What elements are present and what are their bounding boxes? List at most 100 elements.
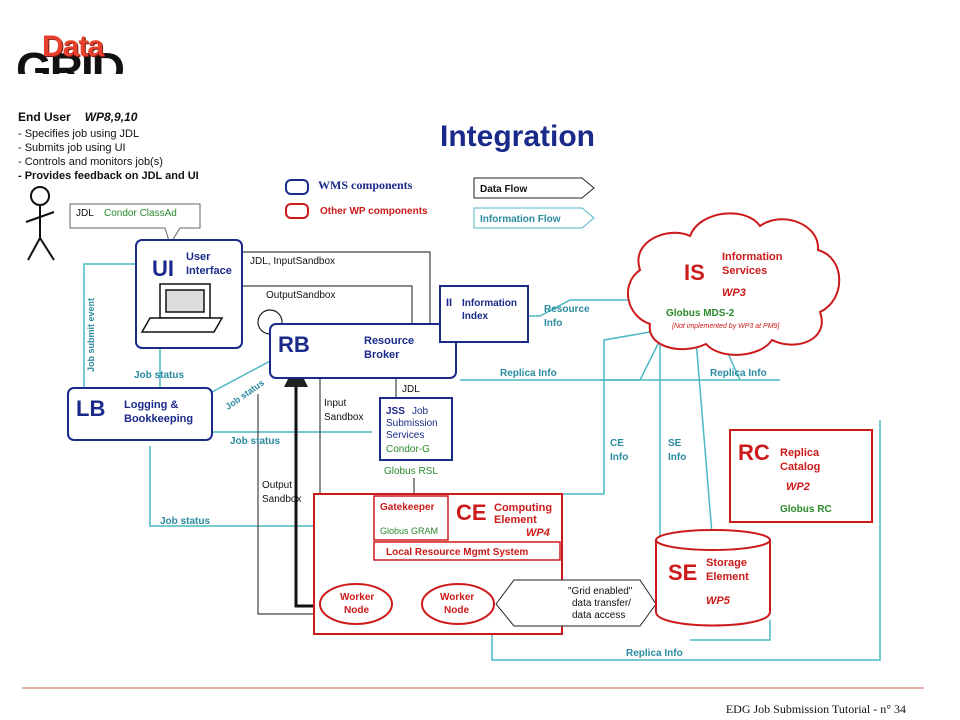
se-name1: Storage (706, 557, 747, 569)
computer-icon (140, 283, 224, 333)
rc-name1: Replica (780, 447, 820, 459)
replica-info-label-3: Replica Info (626, 648, 683, 659)
replica-info-label-1: Replica Info (500, 368, 557, 379)
job-status-label-3: Job status (230, 436, 280, 447)
is-abbr: IS (684, 260, 705, 285)
wn1-name1: Worker (340, 592, 374, 603)
lb-name1: Logging & (124, 399, 178, 411)
legend-info-flow-arrow (473, 207, 595, 229)
end-user-block: End User WP8,9,10 - Specifies job using J… (18, 110, 199, 183)
jss-sub: Condor-G (386, 444, 430, 455)
lb-box (67, 387, 213, 441)
se-cylinder (655, 540, 771, 627)
ce-info-label-1: CE (610, 438, 624, 449)
end-user-item: - Controls and monitors job(s) (18, 156, 163, 168)
jss-name3: Services (386, 430, 424, 441)
jss-name2: Submission (386, 418, 438, 429)
rc-wp: WP2 (786, 481, 810, 493)
grid-enabled-1: "Grid enabled" (568, 586, 633, 597)
end-user-item: - Provides feedback on JDL and UI (18, 170, 199, 182)
end-user-item: - Submits job using UI (18, 142, 126, 154)
legend-info-flow-label: Information Flow (480, 214, 561, 225)
worker-node-2 (421, 583, 495, 625)
worker-node-1 (319, 583, 393, 625)
se-cylinder-top (655, 529, 771, 551)
ce-name2: Element (494, 514, 537, 526)
is-name2: Services (722, 265, 767, 277)
rb-name2: Broker (364, 349, 400, 361)
resource-info-label-2: Info (544, 318, 562, 329)
ii-abbr: II (446, 297, 452, 309)
gatekeeper-label: Gatekeeper (380, 502, 435, 513)
output-sandbox-label-1: Output (262, 480, 292, 491)
datagrid-logo-grid: GRID (16, 46, 125, 74)
end-user-label: End User (18, 110, 71, 124)
is-name1: Information (722, 251, 783, 263)
job-status-label-4: Job status (160, 516, 210, 527)
ce-abbr: CE (456, 500, 487, 525)
ui-name2: Interface (186, 265, 232, 277)
gram-label: Globus GRAM (380, 526, 438, 536)
legend-data-flow-arrow (473, 177, 595, 199)
rb-abbr: RB (278, 332, 310, 357)
jdl-callout-jdl: JDL (76, 208, 94, 219)
output-sandbox-label-2: Sandbox (262, 494, 301, 505)
wn2-name2: Node (444, 605, 469, 616)
jss-box (379, 397, 453, 461)
outputsandbox-label: OutputSandbox (266, 290, 336, 301)
legend-other-swatch (285, 203, 309, 219)
rb-name1: Resource (364, 335, 414, 347)
is-wp: WP3 (722, 287, 746, 299)
is-cloud (626, 212, 841, 356)
globus-rsl-label: Globus RSL (384, 466, 438, 477)
jdl-inputsandbox-label: JDL, InputSandbox (250, 256, 335, 267)
end-user-wp: WP8,9,10 (84, 110, 138, 124)
lrms-label: Local Resource Mgmt System (386, 547, 528, 558)
jss-name1: Job (412, 406, 429, 417)
jdl-label: JDL (402, 384, 420, 395)
input-sandbox-label-2: Sandbox (324, 412, 363, 423)
legend-data-flow-label: Data Flow (480, 184, 527, 195)
input-sandbox-label-1: Input (324, 398, 346, 409)
legend-wms-swatch (285, 179, 309, 195)
footer-text: EDG Job Submission Tutorial - n° 34 (725, 702, 906, 716)
ui-abbr: UI (152, 256, 174, 281)
job-status-label-1: Job status (134, 370, 184, 381)
lb-name2: Bookkeeping (124, 413, 193, 425)
lb-abbr: LB (76, 396, 105, 421)
grid-enabled-2: data transfer/ (572, 598, 631, 609)
resource-info-label-1: Resource (544, 304, 590, 315)
wn1-name2: Node (344, 605, 369, 616)
se-info-label-1: SE (668, 438, 682, 449)
se-name2: Element (706, 571, 749, 583)
jdl-callout-classad: Condor ClassAd (104, 208, 177, 219)
jdl-callout (69, 203, 201, 246)
rc-name2: Catalog (780, 461, 820, 473)
lrms-box (373, 541, 561, 561)
gatekeeper-box (373, 495, 449, 541)
ce-info-label-2: Info (610, 452, 628, 463)
end-user-item: - Specifies job using JDL (18, 128, 140, 140)
ii-name1: Information (462, 298, 517, 309)
datagrid-logo-data: Data (42, 30, 104, 63)
wn2-name1: Worker (440, 592, 474, 603)
job-submit-event-label: Job submit event (86, 298, 96, 372)
ii-name2: Index (462, 311, 489, 322)
rc-box (729, 429, 873, 523)
se-abbr: SE (668, 560, 697, 585)
grid-enabled-3: data access (572, 610, 625, 621)
end-user-list: - Specifies job using JDL - Submits job … (18, 127, 199, 183)
page-title: Integration (440, 120, 595, 153)
rc-globus: Globus RC (780, 504, 832, 515)
ce-name1: Computing (494, 502, 552, 514)
rc-abbr: RC (738, 440, 770, 465)
is-globus: Globus MDS-2 (666, 308, 735, 319)
ui-name1: User (186, 251, 211, 263)
end-user-figure (25, 186, 55, 261)
ii-box (439, 285, 529, 343)
legend-wms-label: WMS components (318, 178, 413, 192)
rb-box (269, 323, 457, 379)
jss-abbr: JSS (386, 406, 405, 417)
se-wp: WP5 (706, 595, 731, 607)
